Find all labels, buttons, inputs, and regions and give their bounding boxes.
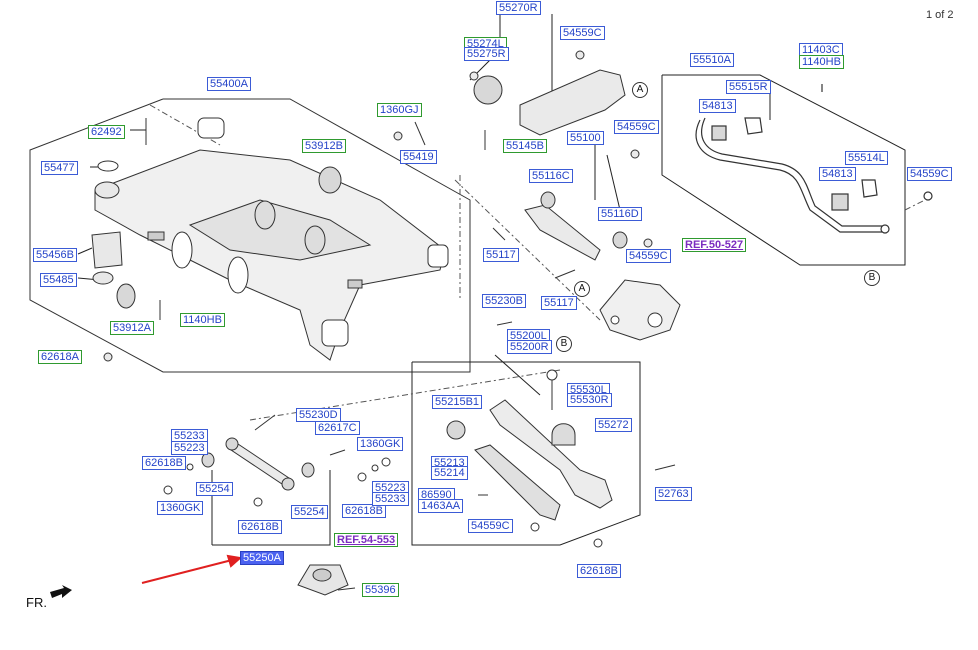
part-label-55485[interactable]: 55485 — [40, 273, 77, 287]
part-label-55117-a[interactable]: 55117 — [483, 248, 519, 262]
part-label-55400A[interactable]: 55400A — [207, 77, 251, 91]
part-label-55233-a[interactable]: 55233 — [171, 429, 208, 443]
part-label-55250A-selected[interactable]: 55250A — [240, 551, 284, 565]
part-label-55117-b[interactable]: 55117 — [541, 296, 577, 310]
callout-b-stabilizer: B — [864, 270, 880, 286]
part-label-55396[interactable]: 55396 — [362, 583, 399, 597]
part-label-55223-b[interactable]: 55223 — [372, 481, 409, 495]
callout-a-top: A — [632, 82, 648, 98]
front-orientation-label: FR. — [26, 595, 47, 610]
part-label-55214[interactable]: 55214 — [431, 466, 468, 480]
part-label-62618A[interactable]: 62618A — [38, 350, 82, 364]
part-label-55230D[interactable]: 55230D — [296, 408, 341, 422]
part-label-55254-right[interactable]: 55254 — [291, 505, 328, 519]
part-label-54559C-arm[interactable]: 54559C — [626, 249, 671, 263]
part-label-62618B-lower[interactable]: 62618B — [577, 564, 621, 578]
part-label-62618B-bottom[interactable]: 62618B — [238, 520, 282, 534]
part-label-55270R[interactable]: 55270R — [496, 1, 541, 15]
part-label-1360GK-left[interactable]: 1360GK — [157, 501, 204, 515]
part-label-52763[interactable]: 52763 — [655, 487, 692, 501]
part-label-54559C-mid[interactable]: 54559C — [614, 120, 659, 134]
part-label-55145B[interactable]: 55145B — [503, 139, 547, 153]
part-label-55272[interactable]: 55272 — [595, 418, 632, 432]
part-label-53912A[interactable]: 53912A — [110, 321, 154, 335]
part-label-55116D[interactable]: 55116D — [598, 207, 642, 221]
part-label-55530R[interactable]: 55530R — [567, 393, 612, 407]
part-label-55223-a[interactable]: 55223 — [171, 441, 208, 455]
part-label-55515R[interactable]: 55515R — [726, 80, 771, 94]
part-label-1360GJ[interactable]: 1360GJ — [377, 103, 422, 117]
part-label-55230B[interactable]: 55230B — [482, 294, 526, 308]
part-label-54559C-lower[interactable]: 54559C — [468, 519, 513, 533]
part-label-55116C[interactable]: 55116C — [529, 169, 573, 183]
part-label-55477[interactable]: 55477 — [41, 161, 78, 175]
part-label-55254-left[interactable]: 55254 — [196, 482, 233, 496]
part-label-55200R[interactable]: 55200R — [507, 340, 552, 354]
part-label-1140HB-stabilizer[interactable]: 1140HB — [799, 55, 844, 69]
part-label-54559C-top[interactable]: 54559C — [560, 26, 605, 40]
part-label-55419[interactable]: 55419 — [400, 150, 437, 164]
part-label-55215B1[interactable]: 55215B1 — [432, 395, 483, 409]
part-label-55510A[interactable]: 55510A — [690, 53, 734, 67]
part-label-54559C-stabilizer[interactable]: 54559C — [907, 167, 952, 181]
reference-link-50-527[interactable]: REF.50-527 — [682, 238, 747, 252]
part-label-55233-b[interactable]: 55233 — [372, 492, 409, 506]
part-label-62492[interactable]: 62492 — [88, 125, 125, 139]
part-label-55100[interactable]: 55100 — [567, 131, 604, 145]
part-label-54813-b[interactable]: 54813 — [819, 167, 856, 181]
part-label-1360GK-right[interactable]: 1360GK — [357, 437, 404, 451]
part-label-62618B-left[interactable]: 62618B — [142, 456, 186, 470]
part-label-62617C[interactable]: 62617C — [315, 421, 360, 435]
part-label-1140HB-subframe[interactable]: 1140HB — [180, 313, 225, 327]
part-label-55514L[interactable]: 55514L — [845, 151, 888, 165]
callout-b-link: B — [556, 336, 572, 352]
page-indicator: 1 of 2 — [926, 9, 954, 21]
callout-a-knuckle: A — [574, 281, 590, 297]
part-label-55456B[interactable]: 55456B — [33, 248, 77, 262]
part-label-1463AA[interactable]: 1463AA — [418, 499, 464, 513]
part-label-54813-a[interactable]: 54813 — [699, 99, 736, 113]
part-label-62618B-right[interactable]: 62618B — [342, 504, 386, 518]
part-label-53912B[interactable]: 53912B — [302, 139, 346, 153]
reference-link-54-553[interactable]: REF.54-553 — [334, 533, 399, 547]
part-label-55275R[interactable]: 55275R — [464, 47, 509, 61]
